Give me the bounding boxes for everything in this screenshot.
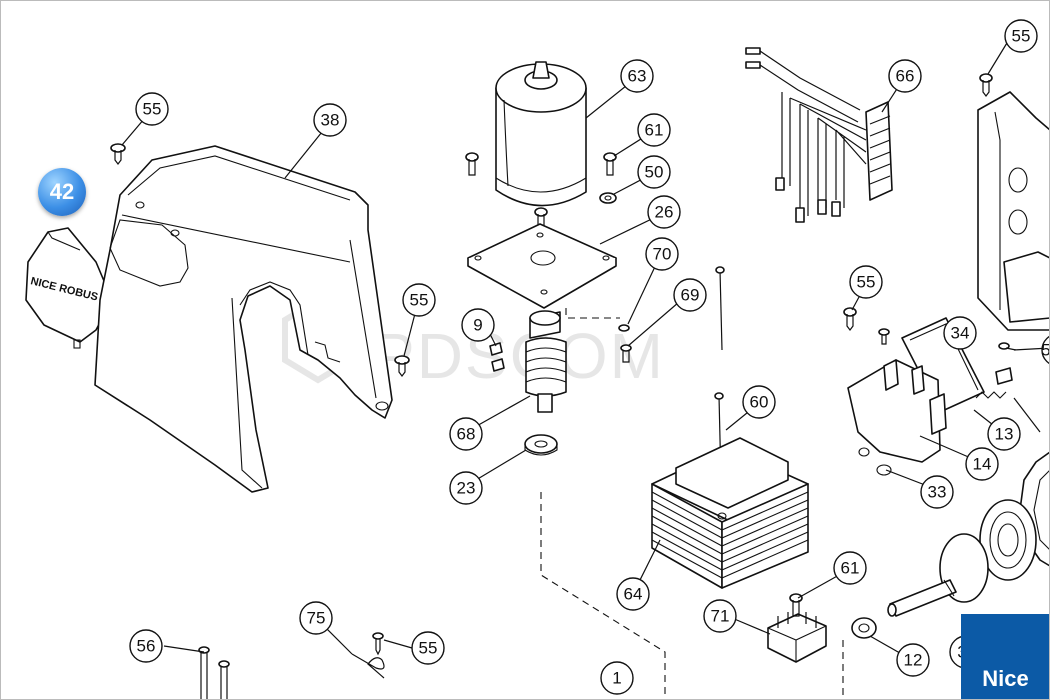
callout-26: 26 (647, 195, 681, 229)
part-75-clip (351, 653, 385, 679)
svg-text:50: 50 (645, 163, 664, 182)
callout-66: 66 (888, 59, 922, 93)
svg-text:12: 12 (904, 651, 923, 670)
callout-33: 33 (920, 475, 954, 509)
callout-71: 71 (703, 599, 737, 633)
svg-text:1: 1 (612, 669, 621, 688)
pins-9 (489, 342, 505, 372)
part-rod-upper (715, 266, 725, 351)
callout-5-partial: 5 (1041, 335, 1050, 365)
svg-text:38: 38 (321, 111, 340, 130)
svg-text:5: 5 (1041, 341, 1050, 360)
svg-text:61: 61 (645, 121, 664, 140)
screw-small-b (998, 342, 1017, 351)
part-14-bracket (847, 359, 947, 476)
svg-text:55: 55 (857, 273, 876, 292)
svg-text:55: 55 (419, 639, 438, 658)
svg-text:69: 69 (681, 286, 700, 305)
part-42-highlight-badge[interactable]: 42 (38, 168, 86, 216)
callout-55-cover: 55 (402, 283, 436, 317)
callout-64: 64 (616, 577, 650, 611)
callout-75: 75 (299, 601, 333, 635)
part-shaft-3 (887, 533, 989, 617)
part-42-decal: NICE ROBUS (25, 227, 113, 349)
part-13-spring (975, 391, 1007, 399)
watermark-text: PDSCOM (372, 320, 665, 392)
part-housing-right (977, 91, 1050, 331)
svg-text:68: 68 (457, 425, 476, 444)
part-63-motor (495, 61, 587, 207)
callout-55-bottom: 55 (411, 631, 445, 665)
assembly-line-a (565, 308, 620, 319)
screw-55-e (372, 632, 384, 656)
svg-text:64: 64 (624, 585, 643, 604)
svg-text:60: 60 (750, 393, 769, 412)
part-bearing (979, 499, 1037, 581)
screw-61-b (603, 152, 617, 176)
svg-text:55: 55 (143, 100, 162, 119)
svg-text:61: 61 (841, 559, 860, 578)
bolts-56 (198, 646, 230, 700)
part-68-worm (525, 310, 567, 413)
callout-69: 69 (673, 278, 707, 312)
svg-text:55: 55 (1012, 27, 1031, 46)
svg-text:70: 70 (653, 245, 672, 264)
watermark: PDSCOM (282, 296, 665, 392)
screw-61-c (789, 593, 803, 617)
svg-text:13: 13 (995, 425, 1014, 444)
callout-70: 70 (645, 237, 679, 271)
svg-text:63: 63 (628, 67, 647, 86)
callout-23: 23 (449, 471, 483, 505)
washer-12 (851, 617, 877, 639)
screw-small-a (878, 328, 890, 345)
callout-61-bottom: 61 (833, 551, 867, 585)
screw-55-a (110, 143, 126, 165)
svg-text:14: 14 (973, 455, 992, 474)
svg-text:75: 75 (307, 609, 326, 628)
callout-13: 13 (987, 417, 1021, 451)
callout-63: 63 (620, 59, 654, 93)
screw-55-c (979, 73, 993, 97)
callout-38: 38 (313, 103, 347, 137)
callout-56: 56 (129, 629, 163, 663)
svg-text:66: 66 (896, 67, 915, 86)
washer-50 (599, 192, 617, 204)
part-71-rectifier (767, 612, 827, 663)
callout-68: 68 (449, 417, 483, 451)
callout-34: 34 (943, 316, 977, 350)
screw-55-b (394, 355, 410, 377)
nice-brand-logo: Nice (961, 614, 1050, 700)
screw-69 (620, 344, 632, 363)
callout-50: 50 (637, 155, 671, 189)
svg-text:33: 33 (928, 483, 947, 502)
part-66-harness (745, 47, 893, 223)
callout-12: 12 (896, 643, 930, 677)
svg-text:26: 26 (655, 203, 674, 222)
washer-70 (618, 324, 630, 332)
callout-14: 14 (965, 447, 999, 481)
callout-61-top: 61 (637, 113, 671, 147)
svg-text:23: 23 (457, 479, 476, 498)
assembly-line-b (540, 492, 666, 700)
svg-text:56: 56 (137, 637, 156, 656)
svg-text:55: 55 (410, 291, 429, 310)
svg-text:9: 9 (473, 316, 482, 335)
part-64-transformer (651, 437, 809, 589)
callout-55-harness: 55 (849, 265, 883, 299)
callout-55-top-right: 55 (1004, 19, 1038, 53)
washer-23 (524, 434, 558, 456)
part-26-plate (467, 223, 617, 309)
callout-1: 1 (600, 661, 634, 695)
callout-55-top-left: 55 (135, 92, 169, 126)
screw-61-a (465, 152, 479, 176)
callout-9: 9 (461, 308, 495, 342)
svg-text:34: 34 (951, 324, 970, 343)
part-38-cover (94, 145, 393, 493)
svg-text:71: 71 (711, 607, 730, 626)
screw-small-c (995, 367, 1013, 385)
callout-60: 60 (742, 385, 776, 419)
screw-55-d (843, 307, 857, 331)
